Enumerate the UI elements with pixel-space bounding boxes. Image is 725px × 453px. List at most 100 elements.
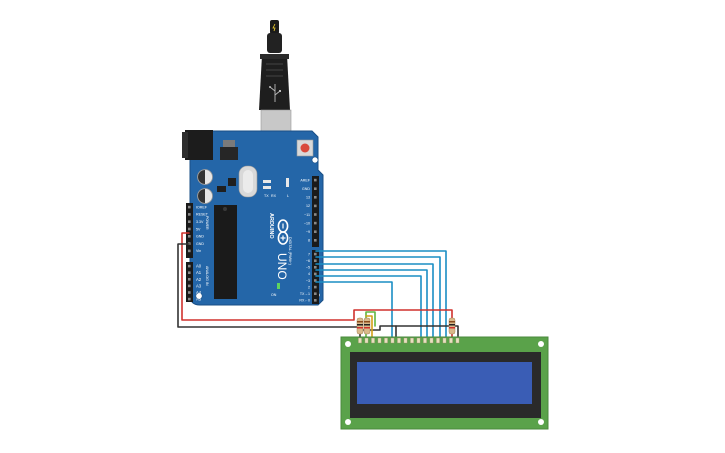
analog-pin[interactable] [188, 278, 191, 281]
wire-gnd-k[interactable] [395, 325, 459, 338]
lcd-pin[interactable] [403, 337, 408, 344]
smd-chip [217, 186, 226, 192]
lcd-pin[interactable] [364, 337, 369, 344]
lcd-pin[interactable] [377, 337, 382, 344]
rx-label: RX [271, 194, 277, 198]
wire-5v[interactable] [181, 232, 453, 338]
resistor-contrast[interactable] [356, 317, 364, 335]
lcd-pin[interactable] [423, 337, 427, 344]
voltage-regulator [220, 140, 238, 160]
smd-resistor [263, 180, 271, 183]
wire-gnd-rw[interactable] [359, 325, 397, 338]
power-pin[interactable] [188, 205, 191, 209]
digital-pin-label: ~11 [304, 213, 310, 217]
analog-pin[interactable] [188, 264, 191, 268]
power-pin[interactable] [188, 249, 191, 253]
digital-pin[interactable] [314, 221, 317, 225]
analog-header[interactable] [186, 262, 193, 302]
digital-pin[interactable] [314, 187, 317, 190]
digital-pin[interactable] [314, 252, 317, 256]
digital-pin-label: 4 [308, 272, 310, 276]
lcd-pin[interactable] [384, 337, 388, 344]
smd-resistor [263, 186, 271, 189]
smd-chip [228, 178, 236, 186]
digital-pin[interactable] [314, 196, 317, 199]
digital-header-bottom[interactable] [312, 250, 319, 304]
lcd-pin[interactable] [436, 337, 440, 344]
power-pin[interactable] [188, 235, 191, 238]
digital-pin-label: 8 [308, 239, 310, 243]
digital-pin[interactable] [314, 259, 317, 262]
lcd-pin[interactable] [371, 337, 375, 344]
dc-power-jack [182, 130, 213, 160]
wire-d5-d4[interactable] [315, 263, 434, 338]
reset-button[interactable] [296, 139, 314, 157]
digital-pin-label: ~5 [306, 266, 310, 270]
model-label: UNO [275, 253, 289, 280]
power-pin-label: Vin [196, 249, 201, 253]
power-pin-label: GND [196, 235, 204, 239]
lcd-pin[interactable] [358, 337, 362, 344]
arduino-logo-icon [277, 219, 289, 245]
lcd-pin[interactable] [410, 337, 414, 344]
digital-pin[interactable] [314, 204, 317, 208]
lcd-pin[interactable] [397, 337, 401, 344]
analog-pin[interactable] [188, 271, 191, 274]
brand-label: ARDUINO [268, 213, 274, 239]
digital-pin[interactable] [314, 230, 317, 233]
digital-pin-label: GND [302, 187, 310, 191]
power-pin-label: IOREF [196, 205, 208, 209]
digital-pin-label: TX→1 [300, 292, 310, 296]
power-pin-label: RESET [196, 213, 209, 217]
resistor-contrast-2[interactable] [363, 317, 371, 335]
wire-d3-d6[interactable] [315, 275, 422, 338]
analog-pin[interactable] [188, 291, 191, 294]
analog-pin[interactable] [188, 284, 191, 288]
smd-led-l [286, 178, 289, 187]
lcd-pin[interactable] [416, 337, 421, 344]
tx-label: TX [264, 194, 269, 198]
analog-pin-label: A0 [196, 264, 202, 269]
lcd-pin[interactable] [449, 337, 453, 344]
lcd-pin[interactable] [390, 337, 395, 344]
power-pin-label: GND [196, 242, 204, 246]
on-led [277, 283, 280, 289]
power-pin[interactable] [188, 227, 191, 231]
digital-pin-label: 2 [308, 285, 310, 289]
power-pin[interactable] [188, 213, 191, 216]
lcd-pin[interactable] [455, 337, 460, 344]
digital-pin-label: ~6 [306, 259, 310, 263]
lcd-16x2-module[interactable] [340, 336, 549, 430]
wire-d4-d5[interactable] [315, 269, 428, 338]
power-pin-label: 5V [196, 227, 201, 231]
digital-pin-label: 7 [308, 252, 310, 256]
digital-pin-label: AREF [300, 178, 310, 182]
digital-pin[interactable] [314, 266, 317, 269]
power-pin[interactable] [188, 220, 191, 223]
wire-backlight[interactable] [365, 315, 373, 338]
wire-d12-rs[interactable] [315, 250, 447, 338]
digital-pin[interactable] [314, 239, 317, 242]
digital-pin[interactable] [314, 299, 317, 302]
lcd-pin[interactable] [429, 337, 434, 344]
power-title: POWER [205, 216, 209, 230]
wire-d2-d7[interactable] [315, 281, 393, 338]
crystal-oscillator [238, 165, 258, 198]
power-header[interactable] [186, 203, 193, 258]
analog-pin-label: A1 [196, 270, 202, 275]
digital-pin[interactable] [314, 292, 317, 295]
digital-pin-label: RX←0 [299, 299, 310, 303]
digital-pin[interactable] [314, 178, 317, 182]
lcd-pin-header[interactable] [358, 337, 460, 344]
resistor-backlight[interactable] [448, 317, 456, 335]
digital-pin[interactable] [314, 272, 317, 276]
digital-header-top[interactable] [312, 176, 319, 247]
digital-pin[interactable] [314, 285, 317, 289]
digital-pin[interactable] [314, 279, 317, 282]
digital-pin[interactable] [314, 213, 317, 216]
digital-pin-label: ~3 [306, 279, 310, 283]
lcd-pin[interactable] [442, 337, 447, 344]
analog-pin[interactable] [188, 297, 191, 301]
